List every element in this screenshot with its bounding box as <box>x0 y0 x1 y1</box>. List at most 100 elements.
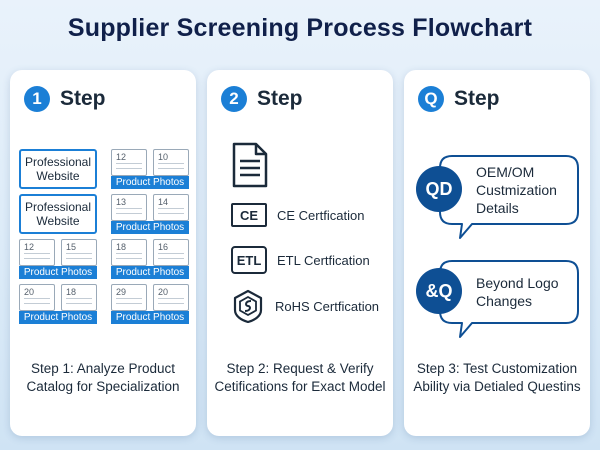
bubble-1-line-3: Details <box>476 200 519 216</box>
photo-line <box>66 303 92 304</box>
photo-line <box>158 253 184 254</box>
photo-number: 20 <box>24 287 35 297</box>
step-1-caption: Step 1: Analyze Product Catalog for Spec… <box>14 360 192 396</box>
photo-line <box>116 213 142 214</box>
photo-line <box>158 298 184 299</box>
photo-line <box>116 208 142 209</box>
step-1-caption-line-2: Catalog for Specialization <box>26 379 180 394</box>
step-1-badge: 1 <box>24 86 50 112</box>
photo-line <box>158 303 184 304</box>
step-3-badge: Q <box>418 86 444 112</box>
photo-number: 12 <box>116 152 127 162</box>
etl-mark-icon: ETL <box>231 246 267 274</box>
photo-line <box>116 163 142 164</box>
step-2-title: Step <box>257 87 303 110</box>
photo-line <box>66 253 92 254</box>
product-photos-label: Product Photos <box>111 221 189 234</box>
cert-label-rohs: RoHS Certfication <box>275 298 380 314</box>
cert-row-etl: ETL ETL Certfication <box>231 246 370 274</box>
bubble-1-line-1: OEM/OM <box>476 164 535 180</box>
speech-bubble-1 <box>439 155 579 239</box>
photo-line <box>116 168 142 169</box>
product-photos-label: Product Photos <box>111 266 189 279</box>
step-3-title: Step <box>454 87 500 110</box>
step-2-caption: Step 2: Request & Verify Cetifications f… <box>211 360 389 396</box>
step-2-header: 2 Step <box>221 86 303 112</box>
bubble-2-text: Beyond Logo Changes <box>476 274 559 310</box>
photo-line <box>24 253 50 254</box>
photo-thumbnail: 12 <box>111 149 147 176</box>
photo-thumbnail: 20 <box>153 284 189 311</box>
bubble-1-text: OEM/OM Custmization Details <box>476 163 557 217</box>
step-2-badge: 2 <box>221 86 247 112</box>
rohs-shield-icon <box>233 289 263 323</box>
step-3-card: Q Step QD OEM/OM Custmization Details &Q… <box>404 70 590 436</box>
photo-thumbnail: 20 <box>19 284 55 311</box>
cert-row-ce: CE CE Certfication <box>231 203 364 227</box>
step-1-header: 1 Step <box>24 86 106 112</box>
photo-thumbnail: 15 <box>61 239 97 266</box>
step-1-title: Step <box>60 87 106 110</box>
document-icon <box>232 142 268 188</box>
website-tile-line: Website <box>36 214 80 228</box>
photo-thumbnail: 16 <box>153 239 189 266</box>
photo-line <box>66 258 92 259</box>
website-tile-line: Professional <box>24 155 92 169</box>
product-photos-label: Product Photos <box>111 176 189 189</box>
step-2-caption-line-1: Step 2: Request & Verify <box>226 361 374 376</box>
website-tile-line: Professional <box>24 200 92 214</box>
photo-thumbnail: 18 <box>61 284 97 311</box>
q-circle-icon: &Q <box>416 268 462 314</box>
photo-line <box>158 168 184 169</box>
photo-thumbnail: 10 <box>153 149 189 176</box>
photo-line <box>158 163 184 164</box>
photo-number: 18 <box>116 242 127 252</box>
photo-line <box>158 258 184 259</box>
step-1-caption-line-1: Step 1: Analyze Product <box>30 361 176 376</box>
photo-line <box>66 298 92 299</box>
product-photos-label: Product Photos <box>19 311 97 324</box>
photo-number: 29 <box>116 287 127 297</box>
photo-number: 12 <box>24 242 35 252</box>
photo-number: 13 <box>116 197 127 207</box>
photo-line <box>158 213 184 214</box>
bubble-1-line-2: Custmization <box>476 182 557 198</box>
photo-thumbnail: 12 <box>19 239 55 266</box>
photo-number: 18 <box>66 287 77 297</box>
photo-line <box>116 298 142 299</box>
photo-number: 10 <box>158 152 169 162</box>
step-3-header: Q Step <box>418 86 500 112</box>
photo-line <box>116 258 142 259</box>
cert-label-etl: ETL Certfication <box>277 252 370 268</box>
cert-label-ce: CE Certfication <box>277 207 365 223</box>
photo-line <box>158 208 184 209</box>
photo-number: 14 <box>158 197 169 207</box>
website-tile-line: Website <box>36 169 80 183</box>
photo-line <box>24 303 50 304</box>
cert-row-rohs: RoHS Certfication <box>231 289 379 323</box>
photo-line <box>24 258 50 259</box>
product-photos-label: Product Photos <box>111 311 189 324</box>
photo-line <box>24 298 50 299</box>
photo-number: 15 <box>66 242 77 252</box>
bubble-2-line-1: Beyond Logo <box>476 275 559 291</box>
step-2-card: 2 Step CE CE Certfication ETL ETL Certfi… <box>207 70 393 436</box>
step-2-caption-line-2: Cetifications for Exact Model <box>214 379 386 394</box>
photo-line <box>116 253 142 254</box>
page-title: Supplier Screening Process Flowchart <box>67 14 533 42</box>
step-3-caption: Step 3: Test Customization Ability via D… <box>408 360 586 396</box>
photo-thumbnail: 14 <box>153 194 189 221</box>
step-3-caption-line-2: Ability via Detialed Questins <box>413 379 581 394</box>
